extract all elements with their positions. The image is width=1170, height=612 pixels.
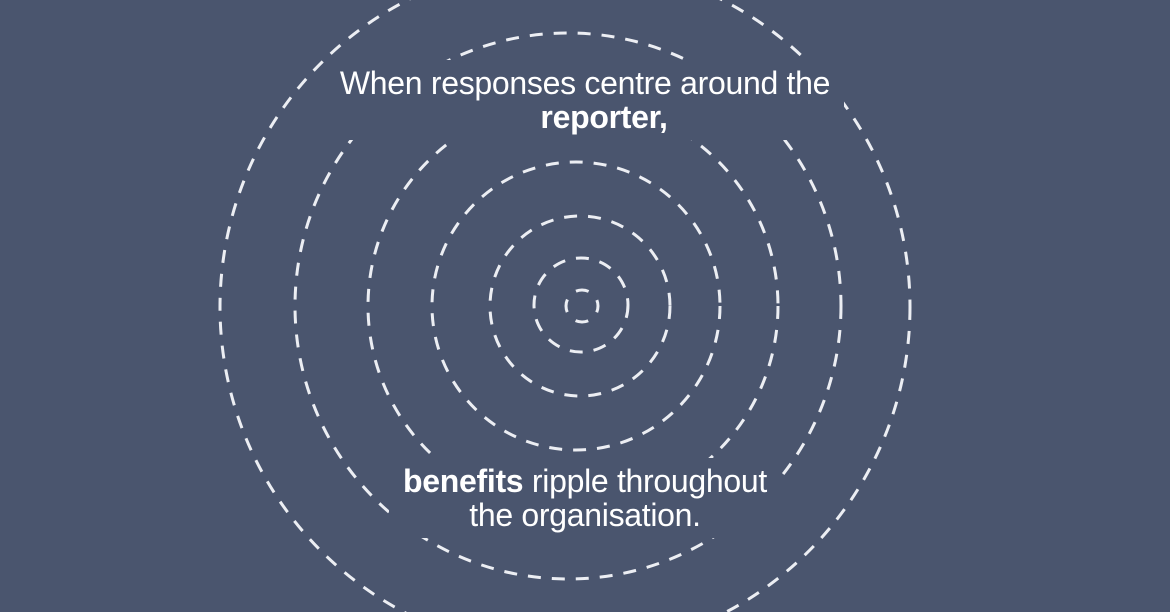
headline-knockout: When responses centre around the reporte…	[325, 60, 845, 140]
ripple-circle	[430, 160, 722, 452]
footline-knockout: benefits ripple throughout the organisat…	[389, 458, 781, 538]
headline-line1: When responses centre around the	[339, 65, 831, 101]
footline-line1-bold: benefits	[403, 463, 524, 499]
headline-line2: reporter,	[540, 99, 668, 135]
ripple-circle	[532, 256, 630, 354]
ripple-circle	[564, 288, 600, 324]
footline-block: benefits ripple throughout the organisat…	[0, 458, 1170, 538]
ripple-circle	[293, 31, 843, 581]
ripple-circle	[488, 214, 672, 398]
footline-line1-rest: ripple throughout	[523, 463, 767, 499]
footline-line2: the organisation.	[469, 497, 701, 533]
ripple-circle	[218, 0, 912, 612]
footline-line1: benefits ripple throughout	[403, 464, 767, 498]
headline-block: When responses centre around the reporte…	[0, 60, 1170, 140]
